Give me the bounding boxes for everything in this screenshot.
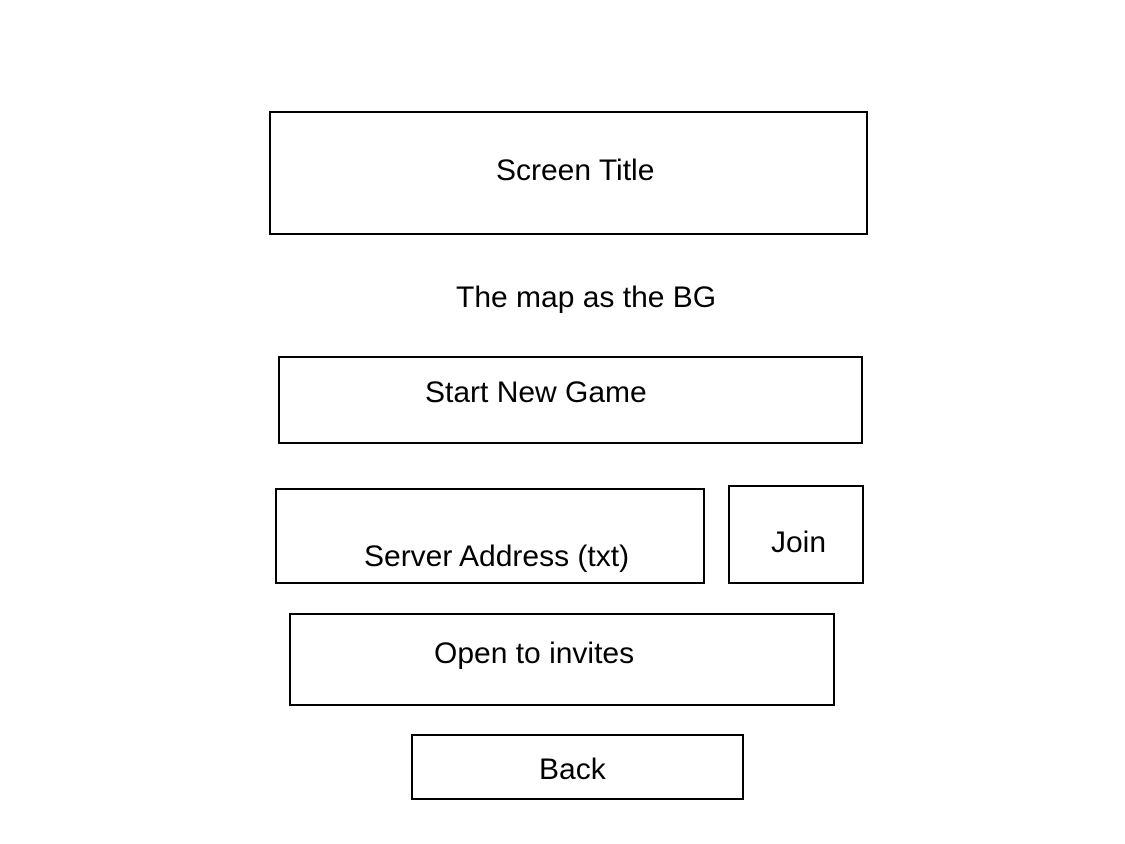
join-label: Join xyxy=(771,526,827,559)
background-note: The map as the BG xyxy=(456,281,717,314)
start-new-game-label: Start New Game xyxy=(425,376,647,409)
open-to-invites-label: Open to invites xyxy=(434,637,635,670)
screen-title-box xyxy=(269,111,868,235)
open-to-invites-button[interactable] xyxy=(289,613,835,706)
server-address-label: Server Address (txt) xyxy=(364,540,630,573)
join-button[interactable] xyxy=(728,485,864,584)
start-new-game-button[interactable] xyxy=(278,356,863,444)
server-address-input[interactable] xyxy=(275,488,705,584)
screen-title: Screen Title xyxy=(496,154,655,187)
back-button[interactable] xyxy=(411,734,744,800)
back-label: Back xyxy=(539,753,606,786)
